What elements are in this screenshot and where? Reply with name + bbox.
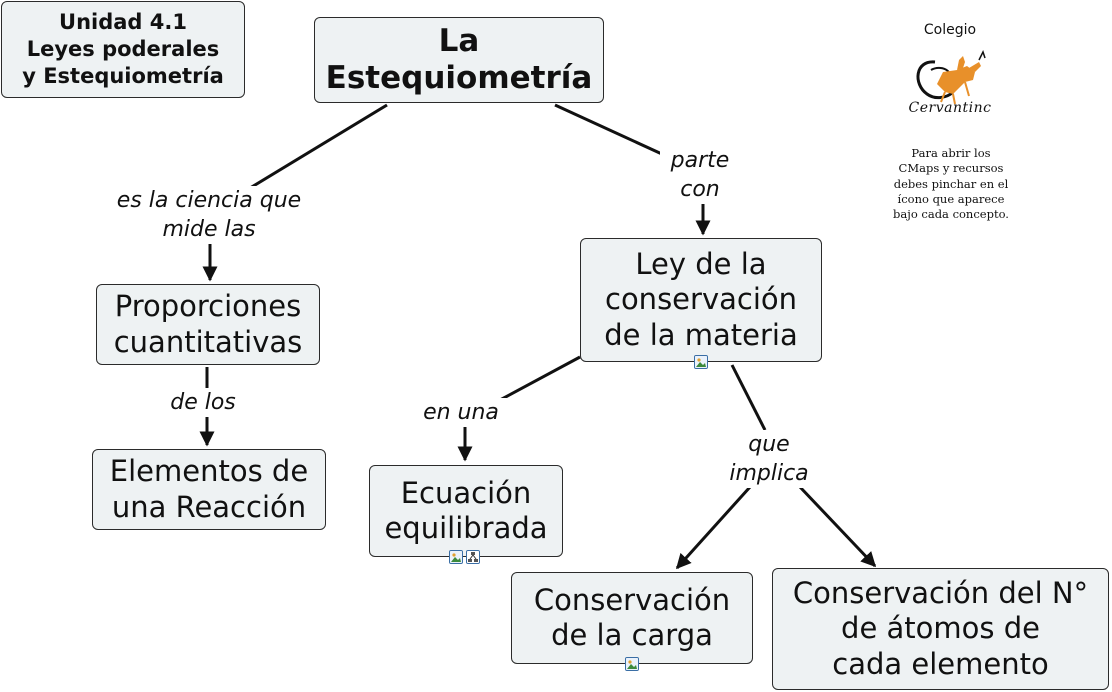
concept-carga[interactable]: Conservación de la carga [511,572,753,664]
edge-main-to-parte [554,103,676,162]
link-parte: parte con [660,146,740,205]
concept-proporciones[interactable]: Proporciones cuantitativas [96,284,320,365]
image-icon[interactable] [625,657,639,671]
link-de-los: de los [160,388,246,418]
unit-title-box: Unidad 4.1 Leyes poderales y Estequiomet… [1,1,245,98]
edge-implica-to-carga [675,485,752,570]
edge-ley-to-implica [730,364,767,431]
image-icon[interactable] [694,355,708,369]
unit-title-line-3: y Estequiometría [22,63,224,88]
cmap-icon[interactable] [466,550,480,564]
instructions-note: Para abrir los CMaps y recursos debes pi… [893,146,1009,222]
concept-main[interactable]: La Estequiometría [314,17,604,103]
image-icon[interactable] [449,550,463,564]
unit-title-line-2: Leyes poderales [26,37,220,62]
concept-atomos[interactable]: Conservación del N° de átomos de cada el… [772,568,1109,690]
logo-top-text: Colegio [923,22,977,38]
link-en-una: en una [414,398,508,428]
concept-ecuacion[interactable]: Ecuación equilibrada [369,465,563,557]
unit-title-line-1: Unidad 4.1 [59,10,187,35]
edge-implica-to-atomos [798,485,877,568]
concept-elementos[interactable]: Elementos de una Reacción [92,449,326,530]
horse-rider-emblem [916,50,986,105]
logo-bottom-text: Cervantinc [908,100,992,116]
edge-ley-to-enuna [499,355,581,402]
link-ciencia: es la ciencia que mide las [104,186,314,245]
concept-ley[interactable]: Ley de la conservación de la materia [580,238,822,362]
edge-main-to-ciencia [249,103,388,190]
school-logo: Colegio Cervantinc [895,22,1005,122]
link-implica: que implica [722,430,816,489]
